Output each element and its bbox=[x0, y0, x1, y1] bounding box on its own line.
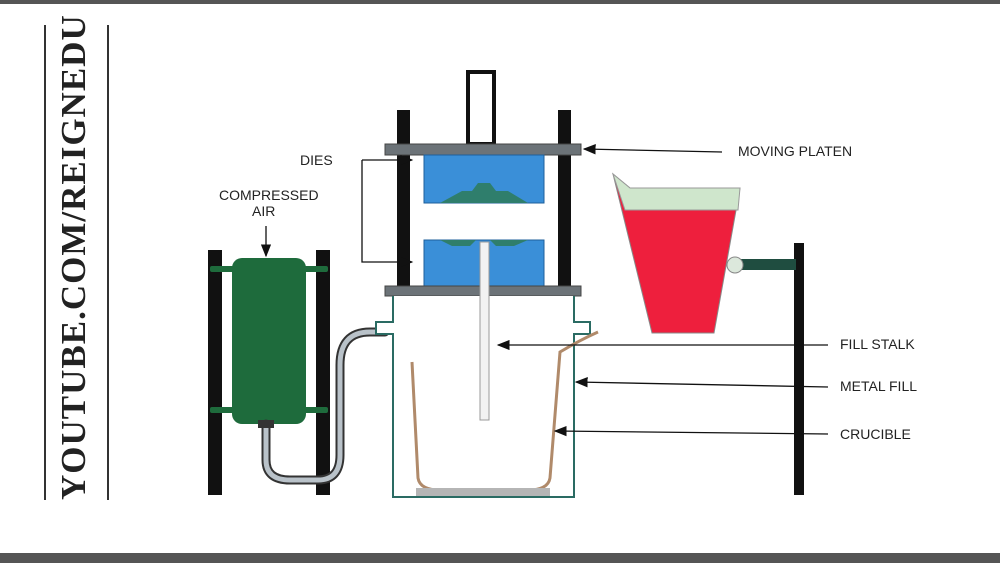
label-compressed-air-line2: AIR bbox=[252, 203, 275, 219]
label-moving-platen: MOVING PLATEN bbox=[738, 143, 852, 159]
upper-die-cavity bbox=[440, 183, 528, 203]
press-post-left bbox=[397, 110, 410, 298]
label-metal-fill: METAL FILL bbox=[840, 378, 917, 394]
ladle-rim bbox=[611, 172, 741, 211]
press-post-right bbox=[558, 110, 571, 298]
dies-arrow-bottom bbox=[361, 160, 414, 268]
hose-connector bbox=[258, 420, 274, 428]
press-ram bbox=[466, 70, 496, 146]
label-crucible: CRUCIBLE bbox=[840, 426, 911, 442]
tank-strap-top bbox=[210, 266, 328, 272]
crucible-arrow bbox=[553, 425, 829, 437]
tank-frame-left-post bbox=[208, 250, 222, 495]
fill-stalk bbox=[479, 241, 490, 421]
metal-fill-arrow bbox=[574, 377, 829, 388]
tank-strap-bottom bbox=[210, 407, 328, 413]
ladle-stand-post bbox=[794, 243, 804, 495]
tank-frame-right-post bbox=[316, 250, 330, 495]
lower-die-cavity bbox=[440, 240, 528, 246]
ladle-stand-arm bbox=[740, 259, 796, 270]
ladle-pivot bbox=[726, 256, 744, 274]
label-fill-stalk: FILL STALK bbox=[840, 336, 915, 352]
compressed-air-tank bbox=[232, 258, 306, 424]
crucible bbox=[410, 330, 599, 492]
crucible-base bbox=[416, 488, 550, 496]
air-hose bbox=[263, 329, 388, 483]
bottom-border bbox=[0, 553, 1000, 563]
label-dies: DIES bbox=[300, 152, 333, 168]
moving-platen bbox=[384, 143, 582, 156]
moving-platen-arrow bbox=[582, 144, 723, 155]
top-border bbox=[0, 0, 1000, 4]
label-compressed-air-line1: COMPRESSED bbox=[219, 187, 319, 203]
